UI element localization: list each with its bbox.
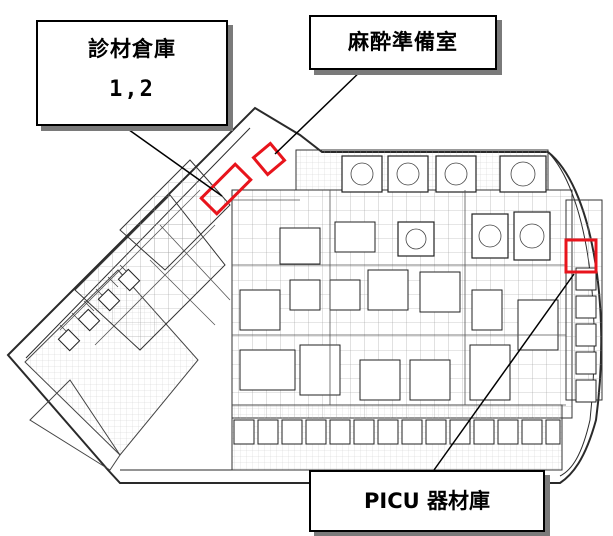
leader-anesthesia: [274, 65, 367, 155]
left-wing: [24, 159, 231, 471]
material-storage-highlight: [199, 162, 253, 216]
callout-picu-equipment-storage-label: PICU 器材庫: [364, 489, 490, 513]
callout-material-storage-numbers: 1,2: [109, 77, 155, 102]
callout-material-storage: 診材倉庫 1,2: [36, 20, 228, 126]
left-bays: [57, 268, 141, 352]
leader-lines: [117, 65, 575, 471]
callout-anesthesia-prep-room-label: 麻酔準備室: [348, 30, 458, 54]
callout-anesthesia-prep-room: 麻酔準備室: [309, 15, 497, 70]
picu-storage-highlight: [564, 238, 598, 274]
operating-rooms: [341, 155, 551, 261]
corridors: [232, 190, 566, 406]
anesthesia-room-highlight: [251, 141, 287, 177]
leader-storage: [117, 121, 223, 197]
operating-room-detail: [350, 161, 545, 250]
leader-picu: [433, 273, 575, 471]
callout-material-storage-title: 診材倉庫: [88, 37, 176, 61]
callout-picu-equipment-storage: PICU 器材庫: [309, 470, 545, 532]
